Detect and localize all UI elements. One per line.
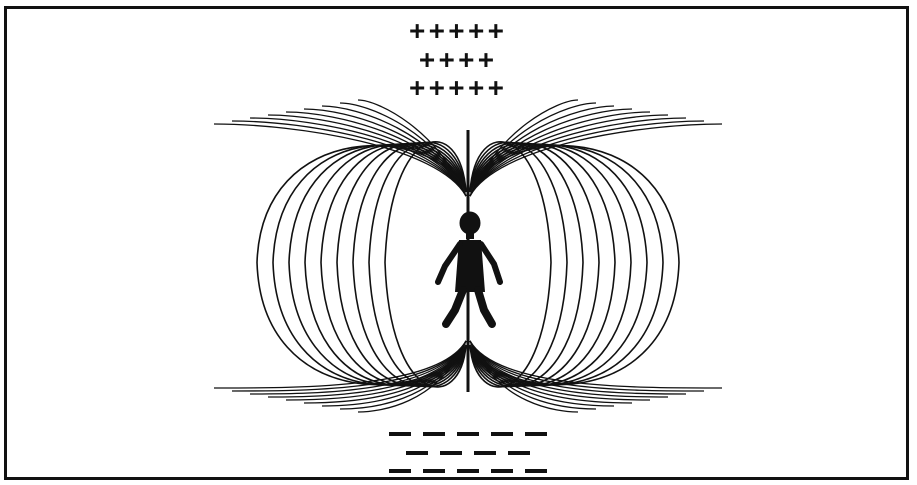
right-field-line — [470, 143, 583, 387]
right-field-tail-bottom — [470, 341, 668, 397]
negative-charge-dash — [457, 432, 479, 436]
negative-charge-dash — [423, 432, 445, 436]
positive-charge-row-2: ++++ — [0, 47, 917, 73]
negative-charge-dash — [440, 451, 462, 455]
person-right-arm — [481, 244, 500, 282]
negative-charge-dash — [525, 432, 547, 436]
left-field-tail-bottom — [268, 341, 466, 397]
negative-charge-dash — [389, 469, 411, 473]
negative-charge-dash — [423, 469, 445, 473]
person-right-leg — [478, 290, 492, 324]
negative-charges — [389, 432, 547, 473]
person-neck — [466, 231, 474, 239]
negative-charge-dash — [474, 451, 496, 455]
positive-charge-row-1: +++++ — [0, 18, 917, 44]
negative-charge-dash — [406, 451, 428, 455]
negative-charge-dash — [457, 469, 479, 473]
person-left-leg — [446, 290, 463, 324]
right-field-line — [470, 143, 599, 386]
negative-charge-dash — [389, 432, 411, 436]
negative-charge-dash — [491, 469, 513, 473]
person-head — [460, 212, 480, 234]
negative-charge-dash — [525, 469, 547, 473]
negative-charge-dash — [491, 432, 513, 436]
positive-charge-row-3: +++++ — [0, 75, 917, 101]
left-field-line — [289, 145, 466, 386]
negative-charge-dash — [508, 451, 530, 455]
